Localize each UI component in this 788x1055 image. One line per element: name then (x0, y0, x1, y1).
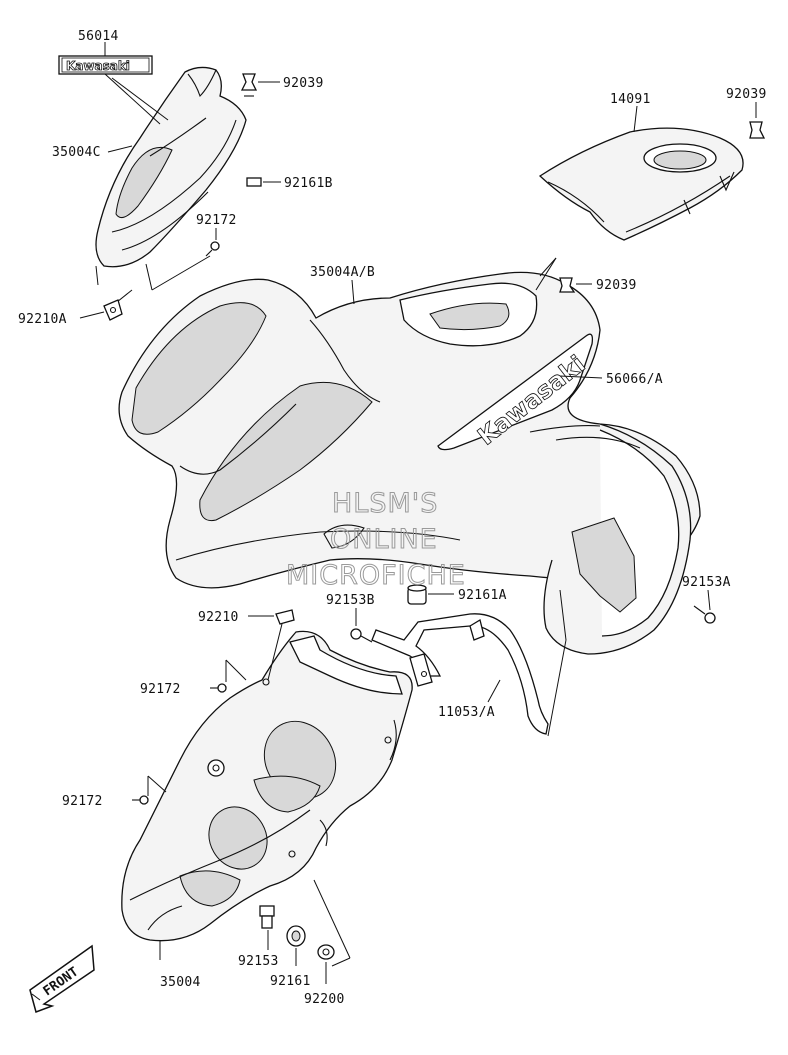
leader-35004c-down2 (145, 263, 153, 291)
label-92039-mid: 92039 (596, 278, 637, 293)
side-cover-35004c (95, 66, 247, 268)
leader-35004ab (351, 279, 355, 305)
leader-35004c-down (95, 265, 99, 286)
watermark-line2: ONLINE (330, 524, 438, 555)
bolt-92153 (259, 905, 275, 929)
watermark: HLSM'S ONLINE MICROFICHE (286, 488, 466, 592)
clip-92039-top (240, 73, 258, 97)
label-56014: 56014 (78, 29, 119, 44)
leader-35004c (107, 145, 133, 153)
clip-92039-mid (559, 277, 576, 293)
label-92039-right: 92039 (726, 87, 767, 102)
label-14091: 14091 (610, 92, 651, 107)
decal-small-logo: Kawasaki (66, 59, 130, 73)
leader-11053a (487, 679, 501, 703)
leader-stay-up (547, 639, 567, 737)
front-arrow-icon (29, 944, 95, 1013)
leader-92172-mid-a (225, 659, 247, 681)
front-fender-35004ab (118, 271, 701, 655)
label-92172-mid: 92172 (140, 682, 181, 697)
inner-fender-35004 (121, 630, 413, 942)
clip-92210a (103, 299, 123, 321)
leader-92039-mid-b (539, 257, 557, 277)
leader-35004c-down3 (151, 255, 211, 291)
leader-14091 (633, 105, 638, 133)
leader-hardware-b (331, 957, 351, 967)
label-92210: 92210 (198, 610, 239, 625)
label-92161a: 92161A (458, 588, 507, 603)
clip-92039-right (749, 121, 766, 139)
leader-92153a (707, 589, 711, 611)
collar-92200 (317, 944, 335, 960)
label-92161b: 92161B (284, 176, 333, 191)
watermark-line3: MICROFICHE (286, 560, 466, 591)
screw-92172-low (132, 795, 149, 805)
label-56066a: 56066/A (606, 372, 663, 387)
label-92172-top: 92172 (196, 213, 237, 228)
stay-11053a (371, 613, 549, 735)
watermark-line1: HLSM'S (332, 488, 438, 519)
label-92153a: 92153A (682, 575, 731, 590)
label-92172-low: 92172 (62, 794, 103, 809)
clip-92210 (275, 609, 295, 625)
leader-92039-mid-a (535, 257, 557, 291)
leader-56066a (559, 375, 603, 379)
screw-92172-mid (210, 683, 227, 693)
leader-hardware-a (313, 879, 351, 959)
cover-14091 (538, 127, 744, 241)
label-92210a: 92210A (18, 312, 67, 327)
screw-92172-top (205, 241, 220, 257)
label-92153: 92153 (238, 954, 279, 969)
leader-92172-low-a (147, 775, 167, 793)
leader-stay-up2 (559, 589, 567, 641)
rubber-92161a (407, 584, 427, 605)
leader-92210a (79, 311, 105, 319)
label-92200: 92200 (304, 992, 345, 1007)
leader-56014-a (104, 73, 161, 125)
leader-92210-down (267, 623, 283, 681)
label-35004c: 35004C (52, 145, 101, 160)
decal-56014: Kawasaki (58, 55, 153, 75)
label-92039-top: 92039 (283, 76, 324, 91)
label-92161: 92161 (270, 974, 311, 989)
bolt-92153b (350, 628, 373, 643)
label-92153b: 92153B (326, 593, 375, 608)
rubber-92161 (286, 925, 306, 947)
label-11053a: 11053/A (438, 705, 495, 720)
pad-92161b (246, 177, 262, 187)
label-35004: 35004 (160, 975, 201, 990)
bolt-92153a (693, 605, 716, 624)
label-35004ab: 35004A/B (310, 265, 375, 280)
leader-56014-b (111, 77, 169, 121)
